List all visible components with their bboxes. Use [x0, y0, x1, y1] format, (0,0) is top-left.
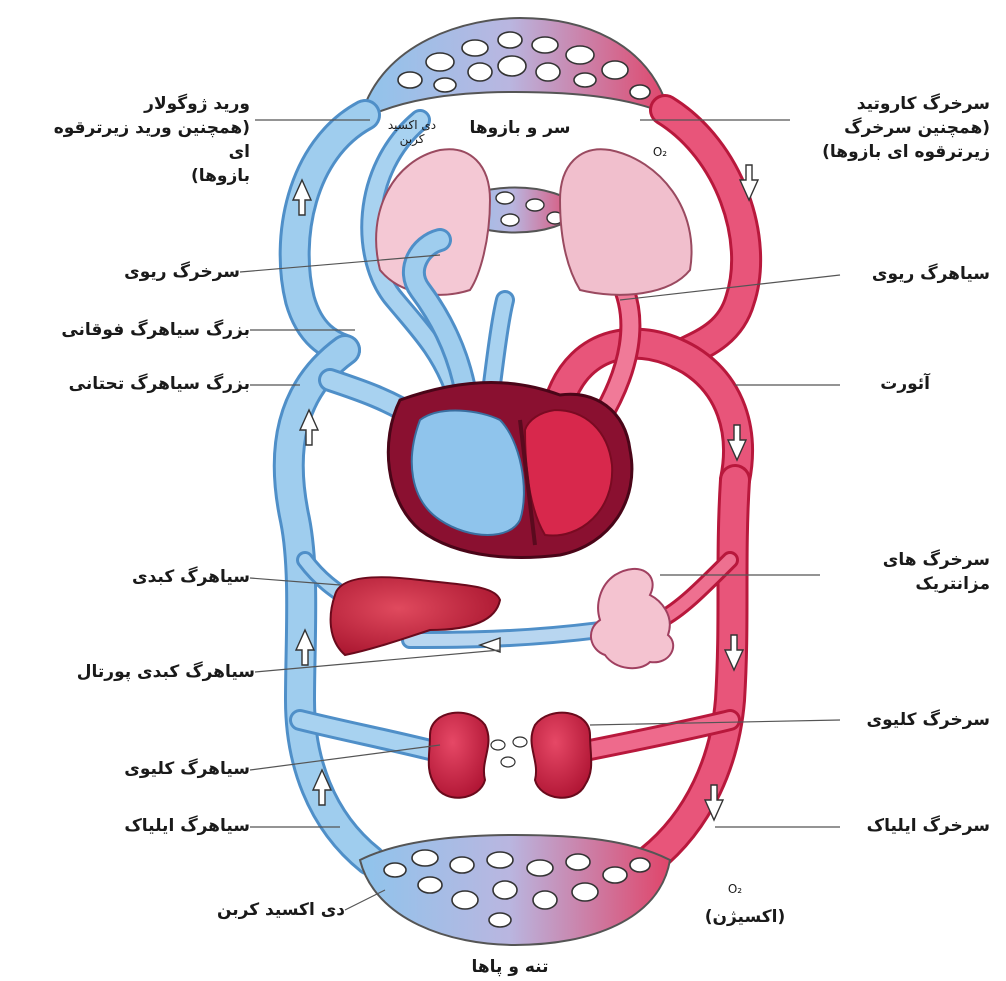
label-renal-vein: سیاهرگ کلیوی	[60, 757, 250, 781]
label-co2-bottom: دی اکسید کربن	[170, 898, 345, 922]
label-renal-artery: سرخرگ کلیوی	[840, 708, 990, 732]
label-co2-top: دی اکسید کربن	[372, 118, 452, 146]
heart	[388, 383, 632, 558]
label-jugular-vein: ورید ژوگولار (همچنین ورید زیرترقوه ای با…	[40, 92, 250, 188]
label-aorta: آئورت	[840, 372, 930, 396]
label-hepatic-portal-vein: سیاهرگ کبدی پورتال	[20, 660, 255, 684]
label-mesenteric-arteries: سرخرگ های مزانتریک	[820, 548, 990, 596]
legs-capillary-bed	[360, 835, 670, 945]
label-pulmonary-vein: سیاهرگ ریوی	[840, 262, 990, 286]
label-trunk-and-legs: تنه و پاها	[445, 955, 575, 979]
kidneys	[429, 713, 592, 798]
intestine	[591, 569, 673, 668]
label-o2-bottom: O₂	[715, 882, 755, 896]
label-pulmonary-artery: سرخرگ ریوی	[60, 260, 240, 284]
label-iliac-vein: سیاهرگ ایلیاک	[60, 814, 250, 838]
label-iliac-artery: سرخرگ ایلیاک	[840, 814, 990, 838]
label-hepatic-vein: سیاهرگ کبدی	[60, 565, 250, 589]
head-capillary-bed	[360, 18, 670, 120]
label-head-and-arms: سر و بازوها	[465, 116, 575, 140]
label-superior-vena-cava: بزرگ سیاهرگ فوقانی	[20, 318, 250, 342]
label-oxygen: (اکسیژن)	[685, 905, 805, 929]
label-o2-top: O₂	[645, 145, 675, 159]
label-carotid-artery: سرخرگ کاروتید (همچنین سرخرگ زیرترقوه ای …	[790, 92, 990, 164]
label-inferior-vena-cava: بزرگ سیاهرگ تحتانی	[20, 372, 250, 396]
